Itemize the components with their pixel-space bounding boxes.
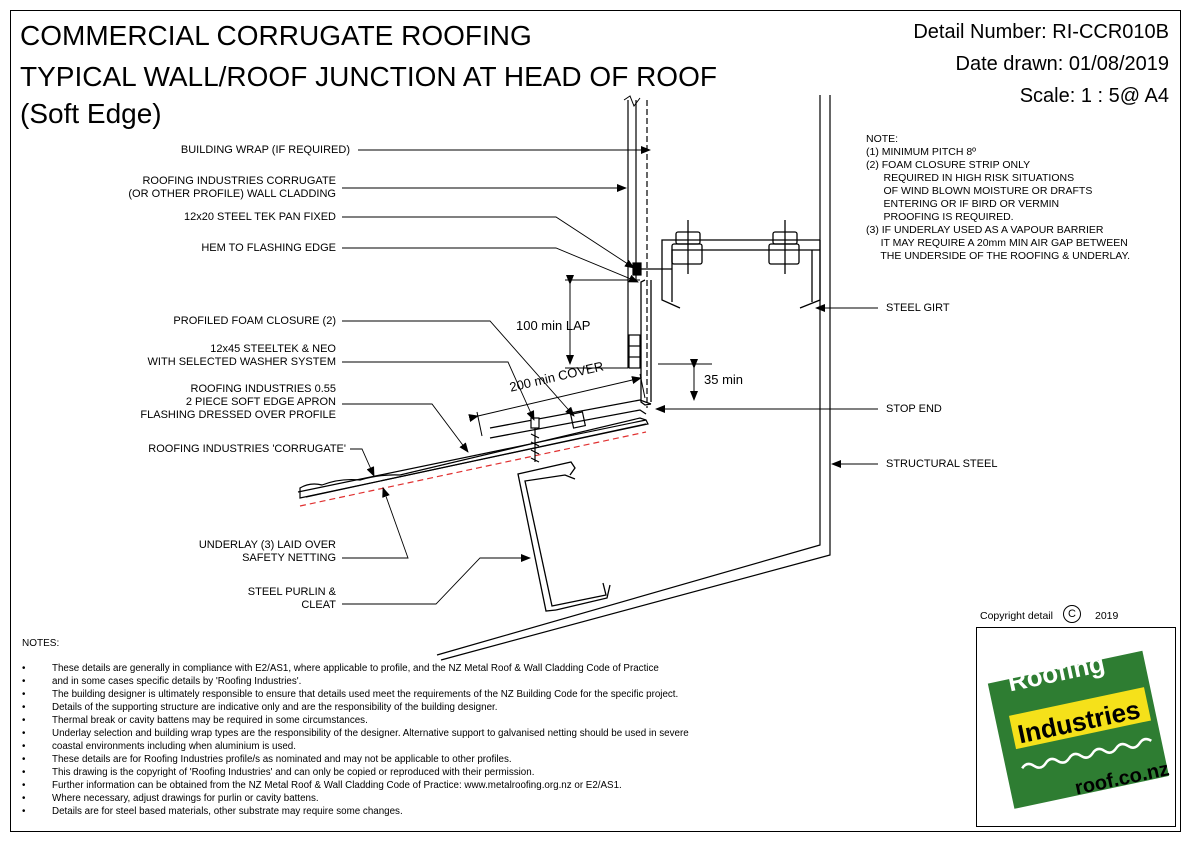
note-item: The building designer is ultimately resp… [22,688,689,701]
note-item: These details are for Roofing Industries… [22,753,689,766]
dim-upstand: 35 min [704,372,744,387]
label-apron-1: ROOFING INDUSTRIES 0.55 [190,383,336,395]
design-notes-heading: NOTE: [866,133,899,145]
roof-sheet [297,411,649,499]
design-note-1: (1) MINIMUM PITCH 8º [866,146,976,158]
label-tek-pan: 12x20 STEEL TEK PAN FIXED [183,211,336,223]
label-steel-girt: STEEL GIRT [886,302,950,314]
notes-list: These details are generally in complianc… [22,662,689,818]
note-item: Further information can be obtained from… [22,779,689,792]
drawing-frame [10,10,1181,832]
label-steeltek-1: 12x45 STEELTEK & NEO [210,343,336,355]
label-corrugate: ROOFING INDUSTRIES 'CORRUGATE' [148,443,346,455]
design-note-2: (2) FOAM CLOSURE STRIP ONLY [866,159,1031,171]
label-foam-closure: PROFILED FOAM CLOSURE (2) [173,315,336,327]
steel-purlin [517,461,611,612]
label-hem: HEM TO FLASHING EDGE [201,242,336,254]
logo-box: Roofing Industries roof.co.nz [976,627,1176,827]
label-wall-cladding-1: ROOFING INDUSTRIES CORRUGATE [142,175,336,187]
design-note-6: PROOFING IS REQUIRED. [866,211,1014,223]
underlay [299,431,647,507]
detail-number: Detail Number: RI-CCR010B [913,21,1169,43]
leader-lines-left [342,146,651,605]
dimension-upstand [658,359,712,401]
label-underlay-2: SAFETY NETTING [242,552,336,564]
note-item: These details are generally in complianc… [22,662,689,675]
label-building-wrap: BUILDING WRAP (IF REQUIRED) [180,144,350,156]
design-note-9: THE UNDERSIDE OF THE ROOFING & UNDERLAY. [866,250,1131,262]
copyright-year: 2019 [1095,610,1119,622]
label-stop-end: STOP END [886,403,942,415]
design-note-3: REQUIRED IN HIGH RISK SITUATIONS [866,172,1075,184]
note-item: Thermal break or cavity battens may be r… [22,714,689,727]
leader-lines-right [655,304,878,468]
copyright-symbol: C [1063,605,1081,623]
roofing-industries-logo [987,650,1169,809]
tek-pan-screw [632,262,672,276]
structural-steel [436,95,831,661]
label-structural-steel: STRUCTURAL STEEL [886,458,998,470]
design-note-5: ENTERING OR IF BIRD OR VERMIN [866,198,1060,210]
date-drawn: Date drawn: 01/08/2019 [955,53,1170,75]
label-apron-2: 2 PIECE SOFT EDGE APRON [185,396,336,408]
design-note-8: IT MAY REQUIRE A 20mm MIN AIR GAP BETWEE… [866,237,1128,249]
label-underlay-1: UNDERLAY (3) LAID OVER [198,539,336,551]
note-item: coastal environments including when alum… [22,740,689,753]
note-item: Underlay selection and building wrap typ… [22,727,689,740]
wall-cladding [623,95,648,408]
title-line-2: TYPICAL WALL/ROOF JUNCTION AT HEAD OF RO… [20,61,717,92]
notes-heading: NOTES: [22,638,60,649]
dimension-lap [565,275,640,369]
title-line-3: (Soft Edge) [20,98,162,129]
note-item: Where necessary, adjust drawings for pur… [22,792,689,805]
design-note-4: OF WIND BLOWN MOISTURE OR DRAFTS [866,185,1093,197]
note-item: This drawing is the copyright of 'Roofin… [22,766,689,779]
title-line-1: COMMERCIAL CORRUGATE ROOFING [20,20,532,51]
copyright-label: Copyright detail [980,610,1053,622]
steel-girt [661,220,821,309]
label-wall-cladding-2: (OR OTHER PROFILE) WALL CLADDING [128,188,336,200]
note-item: Details are for steel based materials, o… [22,805,689,818]
label-purlin-2: CLEAT [301,599,336,611]
design-note-7: (3) IF UNDERLAY USED AS A VAPOUR BARRIER [866,224,1104,236]
label-apron-3: FLASHING DRESSED OVER PROFILE [140,409,336,421]
dimension-cover [468,373,646,437]
scale: Scale: 1 : 5@ A4 [1019,85,1169,107]
note-item: and in some cases specific details by 'R… [22,675,689,688]
label-purlin-1: STEEL PURLIN & [247,586,336,598]
label-steeltek-2: WITH SELECTED WASHER SYSTEM [147,356,336,368]
note-item: Details of the supporting structure are … [22,701,689,714]
